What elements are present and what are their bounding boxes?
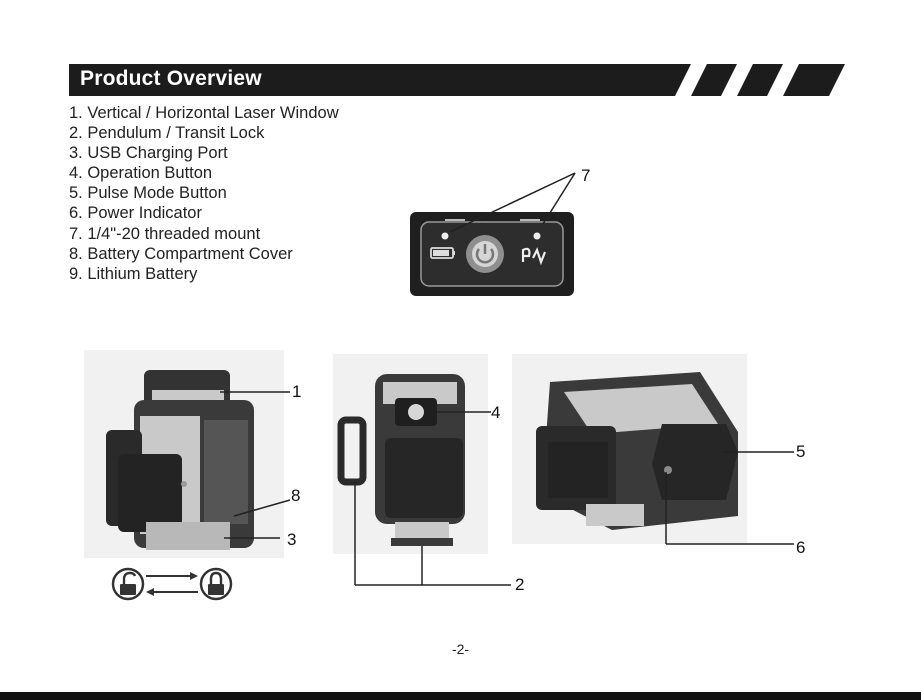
callout-3: 3 [287,530,296,550]
page-title: Product Overview [80,67,262,91]
device-side-illustration [512,354,812,554]
device-rear-illustration [333,354,533,594]
callout-5: 5 [796,442,805,462]
lock-toggle-icon [113,569,231,599]
laser-indicator-icon [442,233,449,240]
operation-button-icon [408,404,424,420]
stripe-2 [737,64,783,96]
bottom-rule [0,692,921,700]
list-item: 8. Battery Compartment Cover [69,244,339,264]
pulse-indicator-icon [534,233,541,240]
list-item: 5. Pulse Mode Button [69,183,339,203]
list-item: 3. USB Charging Port [69,143,339,163]
callout-6: 6 [796,538,805,558]
callout-2: 2 [515,575,524,595]
callout-8: 8 [291,486,300,506]
power-indicator-icon [664,466,672,474]
list-item: 4. Operation Button [69,163,339,183]
list-item: 6. Power Indicator [69,203,339,223]
list-item: 2. Pendulum / Transit Lock [69,123,339,143]
control-panel-illustration [405,170,605,300]
stripe-3 [783,64,845,96]
list-item: 9. Lithium Battery [69,264,339,284]
callout-4: 4 [491,403,500,423]
page-number: -2- [0,641,921,657]
callout-7: 7 [581,166,590,186]
callout-1: 1 [292,382,301,402]
parts-list: 1. Vertical / Horizontal Laser Window 2.… [69,103,339,284]
device-front-illustration [84,350,304,610]
list-item: 7. 1/4"-20 threaded mount [69,224,339,244]
stripe-1 [691,64,737,96]
title-banner: Product Overview [69,64,845,96]
list-item: 1. Vertical / Horizontal Laser Window [69,103,339,123]
pulse-mode-button-area [652,424,738,500]
